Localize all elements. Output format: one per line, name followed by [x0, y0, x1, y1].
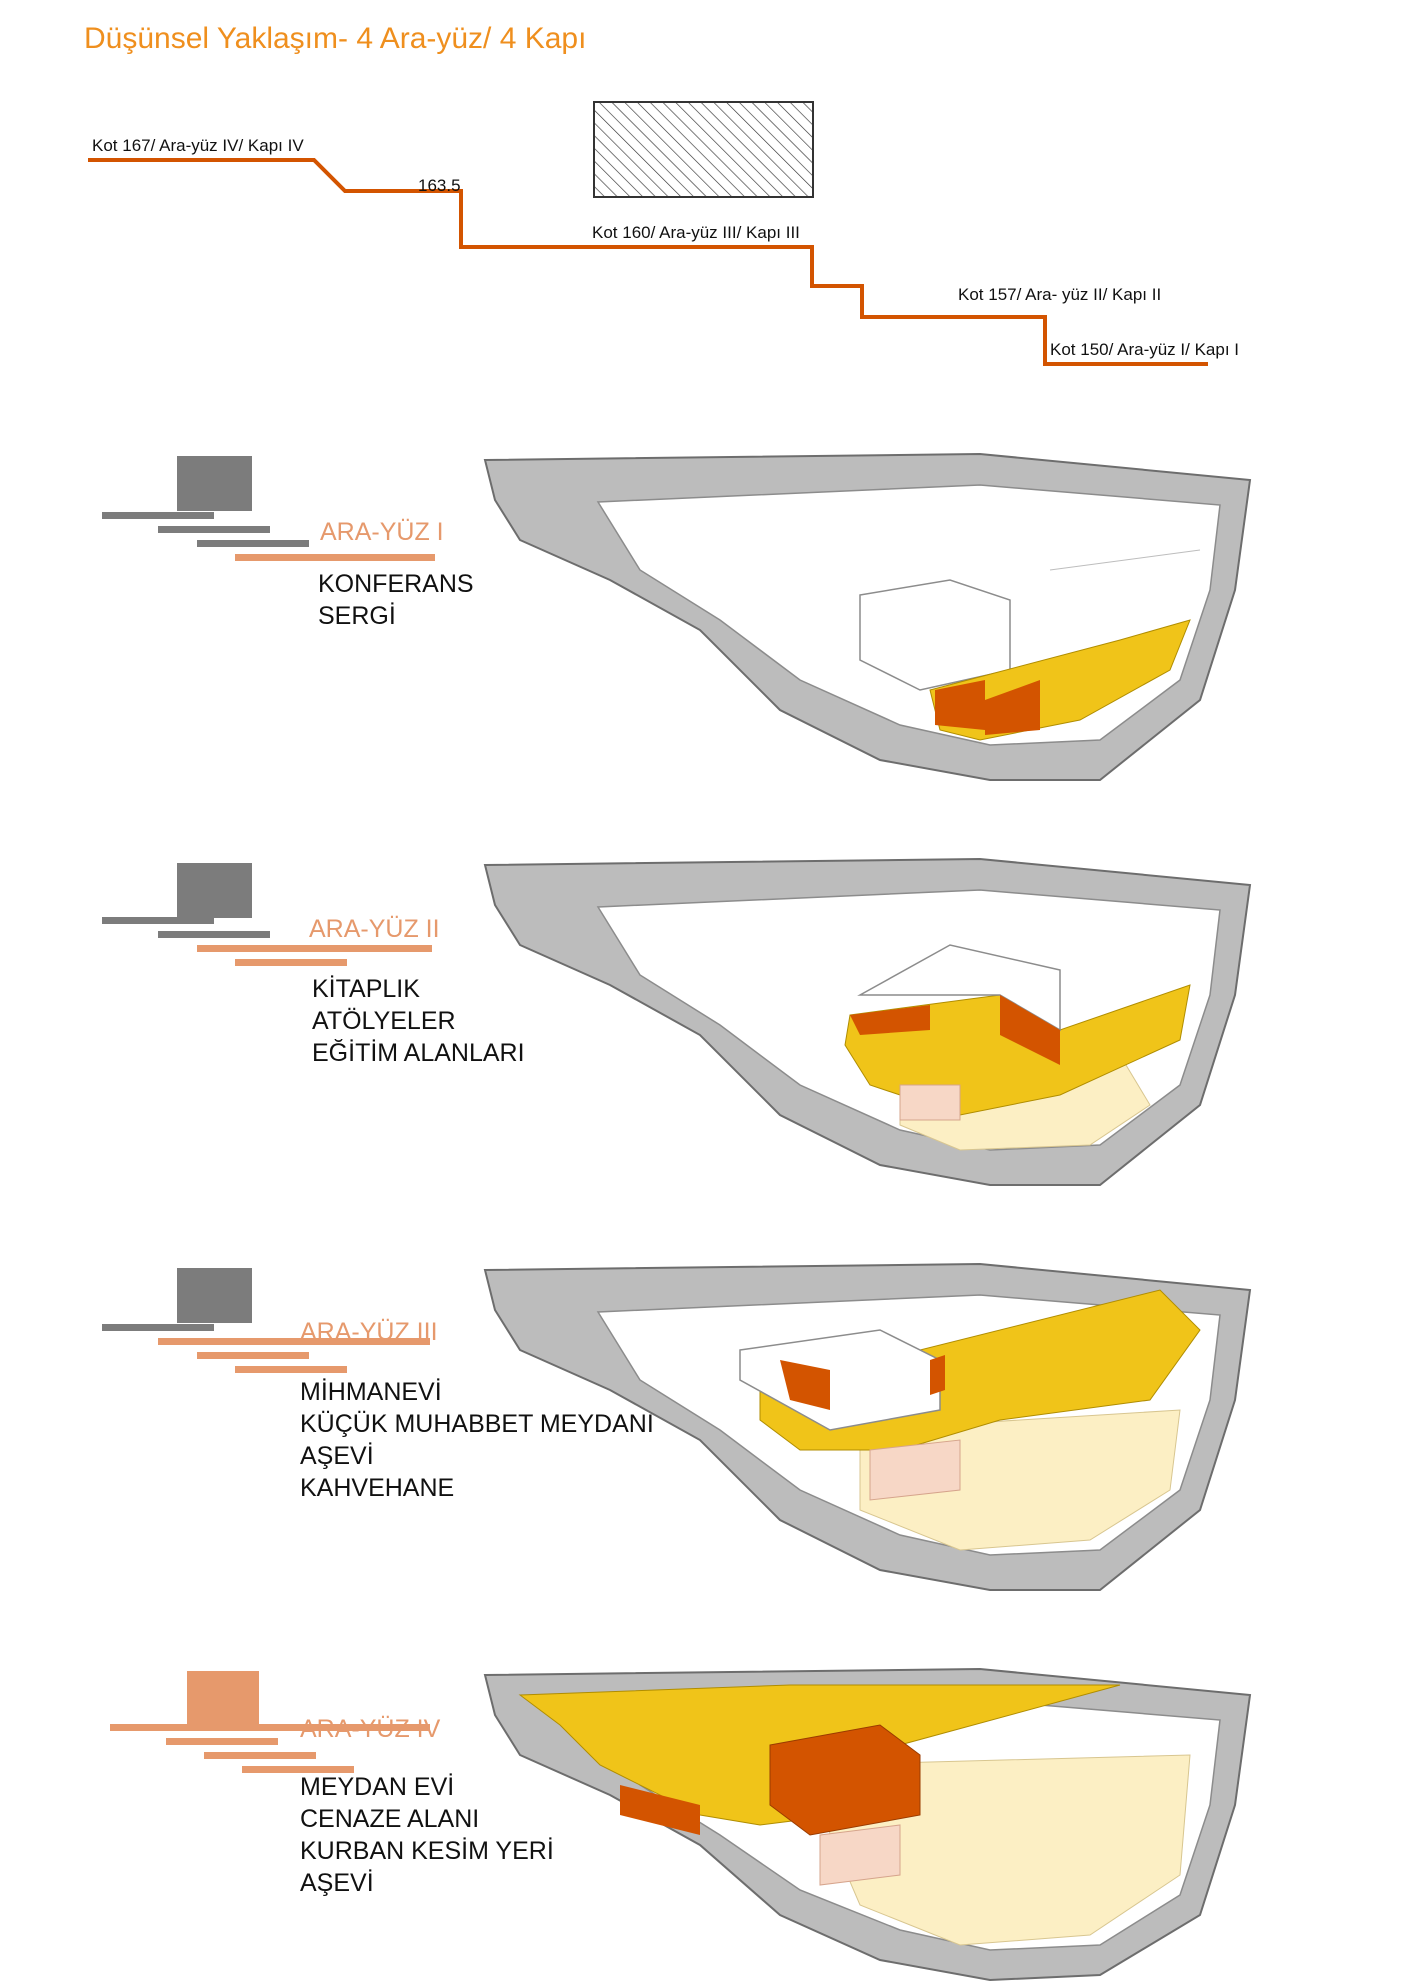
section-profile-line [88, 158, 1208, 366]
panel-ara-yuz-2: ARA-YÜZ II KİTAPLIK ATÖLYELER EĞİTİM ALA… [0, 845, 1418, 1205]
panel-ara-yuz-1: ARA-YÜZ I KONFERANS SERGİ [0, 440, 1418, 800]
label-163-5: 163.5 [418, 176, 461, 195]
program-item: ATÖLYELER [312, 1007, 456, 1035]
program-item: SERGİ [318, 602, 396, 630]
program-item: KİTAPLIK [312, 975, 420, 1003]
panel-4-title: ARA-YÜZ IV [300, 1715, 441, 1743]
panel-1-graphics [102, 452, 1252, 781]
legend-bar-1-active [235, 554, 435, 561]
site-model [483, 452, 1252, 781]
program-item: CENAZE ALANI [300, 1805, 480, 1833]
legend-bar-2-active [197, 945, 432, 952]
legend-bar-3 [166, 1738, 278, 1745]
panel-4-graphics [110, 1667, 1252, 1982]
label-kapi-ii: Kot 157/ Ara- yüz II/ Kapı II [958, 285, 1162, 304]
legend-block [177, 456, 252, 511]
legend-bar-3 [158, 931, 270, 938]
legend-block-active [187, 1671, 259, 1724]
legend-bar-1 [235, 959, 347, 966]
program-item: KURBAN KESİM YERİ [300, 1837, 554, 1865]
panel-3-title: ARA-YÜZ III [300, 1318, 438, 1346]
legend-bar-4 [102, 1324, 214, 1331]
legend-bar-1 [235, 1366, 347, 1373]
legend-bar-4 [102, 512, 214, 519]
legend-bar-2 [204, 1752, 316, 1759]
panel-2-programs: KİTAPLIK ATÖLYELER EĞİTİM ALANLARI [312, 973, 525, 1069]
legend-bar-4-active [110, 1724, 430, 1731]
site-model [483, 1667, 1252, 1982]
program-item: AŞEVİ [300, 1869, 374, 1897]
panel-1-programs: KONFERANS SERGİ [318, 568, 474, 632]
panel-ara-yuz-3: ARA-YÜZ III MİHMANEVİ KÜÇÜK MUHABBET MEY… [0, 1250, 1418, 1610]
program-item: EĞİTİM ALANLARI [312, 1039, 525, 1067]
program-item: KONFERANS [318, 570, 474, 598]
legend-bar-3-active [158, 1338, 430, 1345]
program-item: MEYDAN EVİ [300, 1773, 455, 1801]
label-kapi-i: Kot 150/ Ara-yüz I/ Kapı I [1050, 340, 1239, 359]
hatched-block [593, 101, 814, 198]
panel-4-programs: MEYDAN EVİ CENAZE ALANI KURBAN KESİM YER… [300, 1771, 554, 1899]
panel-2-graphics [102, 857, 1252, 1186]
section-diagram-svg [88, 101, 1208, 366]
panel-3-programs: MİHMANEVİ KÜÇÜK MUHABBET MEYDANI AŞEVİ K… [300, 1376, 654, 1504]
program-item: MİHMANEVİ [300, 1378, 442, 1406]
panel-ara-yuz-4: ARA-YÜZ IV MEYDAN EVİ CENAZE ALANI KURBA… [0, 1655, 1418, 1985]
legend-bar-4 [102, 917, 214, 924]
panel-2-title: ARA-YÜZ II [309, 915, 440, 943]
program-item: KÜÇÜK MUHABBET MEYDANI [300, 1410, 654, 1438]
legend-bar-1 [242, 1766, 354, 1773]
legend-bar-2 [197, 540, 309, 547]
site-model [483, 1262, 1252, 1591]
label-kapi-iv: Kot 167/ Ara-yüz IV/ Kapı IV [92, 136, 304, 155]
program-item: AŞEVİ [300, 1442, 374, 1470]
panel-1-title: ARA-YÜZ I [320, 518, 444, 546]
legend-bar-3 [158, 526, 270, 533]
label-kapi-iii: Kot 160/ Ara-yüz III/ Kapı III [592, 223, 800, 242]
legend-bar-2 [197, 1352, 309, 1359]
legend-block [177, 863, 252, 918]
program-item: KAHVEHANE [300, 1474, 455, 1502]
site-model [483, 857, 1252, 1186]
page-title: Düşünsel Yaklaşım- 4 Ara-yüz/ 4 Kapı [84, 22, 587, 55]
panel-3-graphics [102, 1262, 1252, 1591]
legend-block [177, 1268, 252, 1323]
